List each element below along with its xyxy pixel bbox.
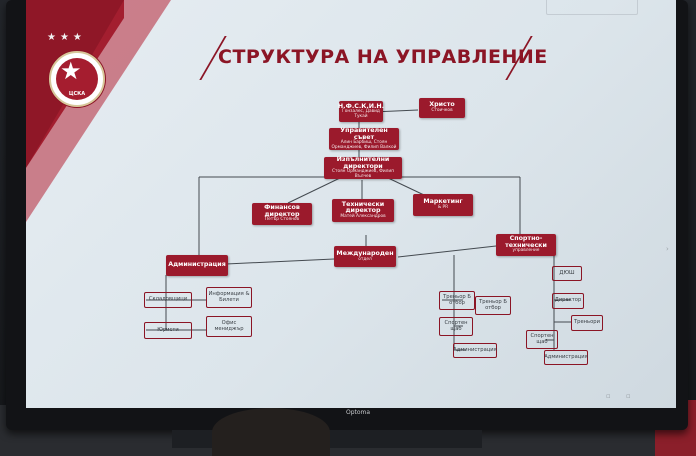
box-sport-technical: Спортно-технически управление	[496, 234, 556, 256]
star-icon: ★	[60, 57, 82, 85]
monitor-screen: ★★★ ★ ЦСКА СТРУКТУРА НА УПРАВЛЕНИЕ	[26, 0, 676, 408]
box-nfskin: Н.Ф.С.К.И.Н. Гонзалес, Давид Тукай	[338, 101, 384, 122]
box-administration: Администрация	[166, 255, 228, 276]
monitor-button-2[interactable]: ▫	[626, 392, 631, 400]
logo-stars: ★★★	[47, 32, 86, 43]
box-admin-sport-left: Администрация	[453, 343, 497, 358]
box-academy-staff: Спортен щаб	[526, 330, 558, 349]
monitor-brand: Optoma	[346, 409, 371, 416]
box-executives: Изпълнителни директори Стоян Орманджиев,…	[324, 156, 402, 179]
club-logo: ★ ЦСКА	[49, 51, 105, 107]
box-lawyers: Юристи	[144, 322, 192, 339]
logo-text: ЦСКА	[68, 91, 86, 97]
box-sport-staff-left: Спортен щаб	[439, 317, 473, 336]
box-office-manager: Офис мениджър	[206, 316, 252, 337]
box-academy-admin: Администрация	[544, 350, 588, 365]
box-hristo: Христо Стоичков	[419, 98, 465, 118]
screen-side-indicator: ›	[666, 245, 669, 253]
monitor-button-1[interactable]: ▫	[606, 392, 611, 400]
box-international: Международен отдел	[334, 246, 396, 267]
audience-head	[212, 408, 330, 456]
box-marketing: Маркетинг & PR	[413, 194, 473, 216]
box-info-tickets: Информация & Билети	[206, 287, 252, 308]
box-coach-right: Треньор Б отбор	[475, 296, 511, 315]
box-warehouse: Складовщици	[144, 292, 192, 308]
box-academy-coaches: Треньори	[571, 315, 603, 331]
monitor-bezel: ★★★ ★ ЦСКА СТРУКТУРА НА УПРАВЛЕНИЕ	[6, 0, 688, 430]
slide-title: СТРУКТУРА НА УПРАВЛЕНИЕ	[218, 46, 548, 68]
box-board: Управителен съвет Алин Барбиш, Стоян Орм…	[329, 127, 399, 150]
box-finance-director: Финансов директор Петър Стоянов	[252, 203, 312, 225]
box-academy-director: Директор	[552, 293, 584, 309]
box-technical-director: Технически директор Матей Александров	[332, 199, 394, 222]
box-youth-academy: ДЮШ	[552, 266, 582, 281]
box-coach-left: Треньор Б отбор	[439, 291, 475, 310]
screen-toolbar	[546, 0, 638, 15]
